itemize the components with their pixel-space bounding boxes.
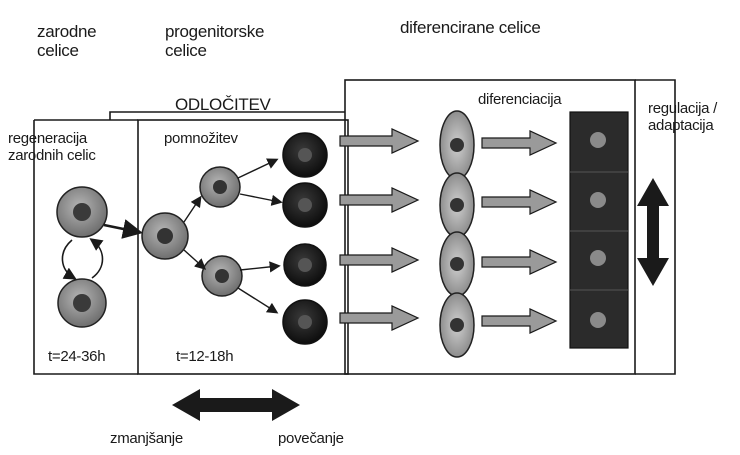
oval-cell-4	[440, 293, 474, 357]
mature-cell-nucleus-2	[590, 192, 606, 208]
regulation-double-arrow	[637, 178, 669, 286]
self-renewal-arrows	[62, 240, 102, 278]
differentiated-cell-block	[570, 112, 628, 348]
decision-bracket	[110, 112, 345, 120]
mature-cell-nucleus-3	[590, 250, 606, 266]
progenitor-cell-upper	[200, 167, 240, 207]
scale-double-arrow	[172, 389, 300, 421]
differentiation-arrows-2	[482, 131, 556, 333]
mature-cell-nucleus-1	[590, 132, 606, 148]
stem-cell-bottom	[58, 279, 106, 327]
differentiating-cells	[440, 111, 474, 357]
committed-cell-2	[283, 183, 327, 227]
oval-cell-3	[440, 232, 474, 296]
differentiation-arrows-1	[340, 129, 418, 330]
oval-cell-1	[440, 111, 474, 179]
committed-cells	[283, 133, 327, 344]
stem-panel-frame	[34, 120, 138, 374]
committed-cell-4	[283, 300, 327, 344]
oval-cell-2	[440, 173, 474, 237]
committed-cell-3	[284, 244, 326, 286]
progenitor-cell-root	[142, 213, 188, 259]
stem-cell-top	[57, 187, 107, 237]
progenitor-cell-lower	[202, 256, 242, 296]
stem-to-progenitor-arrow	[104, 225, 138, 232]
committed-cell-1	[283, 133, 327, 177]
mature-cell-nucleus-4	[590, 312, 606, 328]
